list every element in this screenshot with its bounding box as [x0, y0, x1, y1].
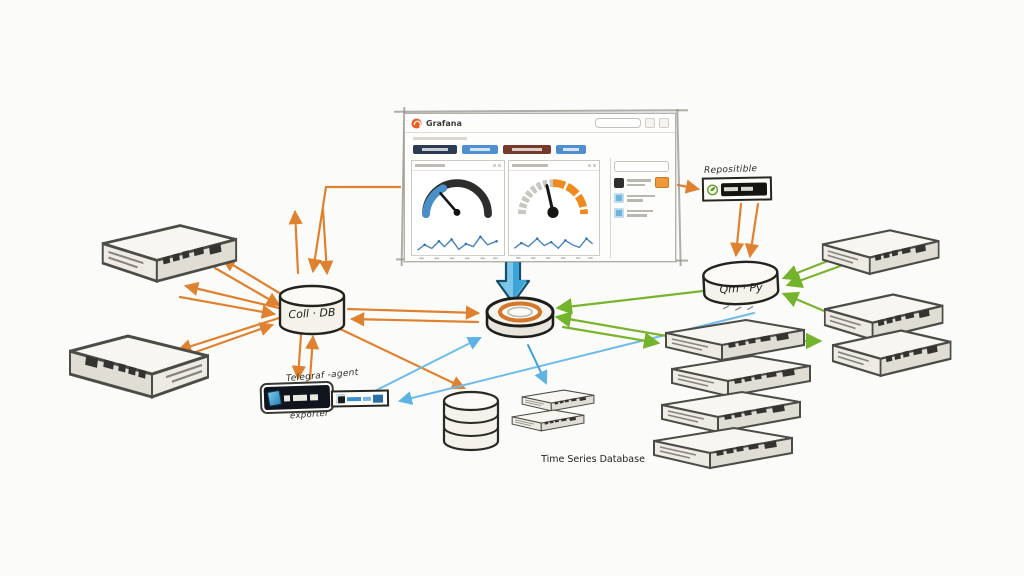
- query-db-label: Qm · Py: [719, 281, 763, 296]
- repository-badge: [701, 176, 773, 202]
- add-icon[interactable]: [645, 118, 655, 128]
- switch-right-top: [821, 229, 940, 275]
- arrow-hub-to-rack: [561, 325, 661, 349]
- collector-db-cylinder: Coll · DB: [278, 284, 346, 336]
- cloud-icon: [614, 208, 624, 218]
- sidebar-item-3[interactable]: [614, 208, 669, 218]
- arrow-hub-to-server: [527, 344, 548, 385]
- breadcrumb: [413, 137, 467, 140]
- gauge-right: [518, 179, 588, 218]
- line-chart-right: [511, 237, 595, 259]
- telegraf-badge: [263, 384, 331, 411]
- repository-label: Repositible: [703, 164, 758, 176]
- db-cylinder-stack: [442, 390, 500, 452]
- agent-badge: [330, 389, 390, 408]
- switch-top-left: [101, 224, 238, 283]
- gauge-panel-right: [508, 160, 600, 259]
- tab-3[interactable]: [503, 145, 551, 154]
- switch-right-bottom: [831, 329, 952, 377]
- arrow-telegraf-to-hub: [362, 337, 482, 398]
- arrow-colldb-to-switch-topleft: [221, 257, 288, 299]
- grafana-dashboard-window: Grafana: [404, 113, 676, 262]
- gauge-panel-left: [411, 160, 505, 260]
- dashboard-header: Grafana: [405, 114, 675, 133]
- grafana-logo-icon: [411, 118, 422, 128]
- rack-stack: [653, 319, 811, 469]
- arrow-querydb-to-hub: [555, 289, 705, 315]
- repository-name-badge: [720, 181, 768, 196]
- tsdb-server: [511, 389, 595, 432]
- telegraf-icon: [266, 389, 283, 407]
- arrow-dashboard-to-repository: [676, 179, 701, 194]
- chip-icon: [335, 394, 346, 404]
- panel-header: [412, 161, 504, 171]
- dashboard-sidebar: [610, 158, 672, 258]
- gauge-left: [422, 179, 492, 218]
- query-db-cylinder: Qm · Py: [702, 260, 780, 311]
- alert-badge: [655, 177, 669, 188]
- tab-2[interactable]: [462, 145, 498, 154]
- grafana-logo-text: Grafana: [426, 118, 462, 128]
- arrow-dashboard-to-colldb: [307, 185, 402, 274]
- arrow-colldb-to-hub: [346, 305, 481, 320]
- arrow-to-db-stack: [334, 325, 466, 390]
- rack-unit-1: [665, 319, 805, 361]
- dashboard-search-field[interactable]: [595, 118, 641, 128]
- version-tag: [372, 394, 384, 403]
- sidebar-search-field[interactable]: [614, 161, 669, 172]
- arrow-colldb-to-telegraf: [291, 333, 306, 381]
- leaf-icon: [707, 183, 718, 195]
- rack-unit-2: [671, 355, 811, 397]
- arrow-switch-right-mid-to-querydb: [781, 291, 831, 315]
- tsdb-label: Time Series Database: [541, 454, 645, 465]
- tab-1[interactable]: [413, 145, 457, 154]
- database-icon: [614, 193, 624, 203]
- server-icon: [614, 177, 624, 188]
- rack-unit-3: [661, 391, 801, 433]
- collector-db-label: Coll · DB: [288, 306, 336, 321]
- rack-unit-4: [653, 427, 793, 469]
- tab-4[interactable]: [556, 145, 586, 154]
- dashboard-toolbar: [413, 145, 586, 154]
- arrow-repository-to-querydb: [730, 202, 745, 258]
- menu-icon[interactable]: [659, 118, 669, 128]
- sidebar-item-1[interactable]: [614, 177, 669, 188]
- line-chart-left: [414, 235, 500, 260]
- sidebar-item-2[interactable]: [614, 193, 669, 203]
- panel-header: [509, 161, 599, 171]
- central-hub-cylinder: [485, 296, 555, 339]
- switch-bottom-left: [68, 334, 210, 399]
- orange-arrows: [171, 179, 760, 390]
